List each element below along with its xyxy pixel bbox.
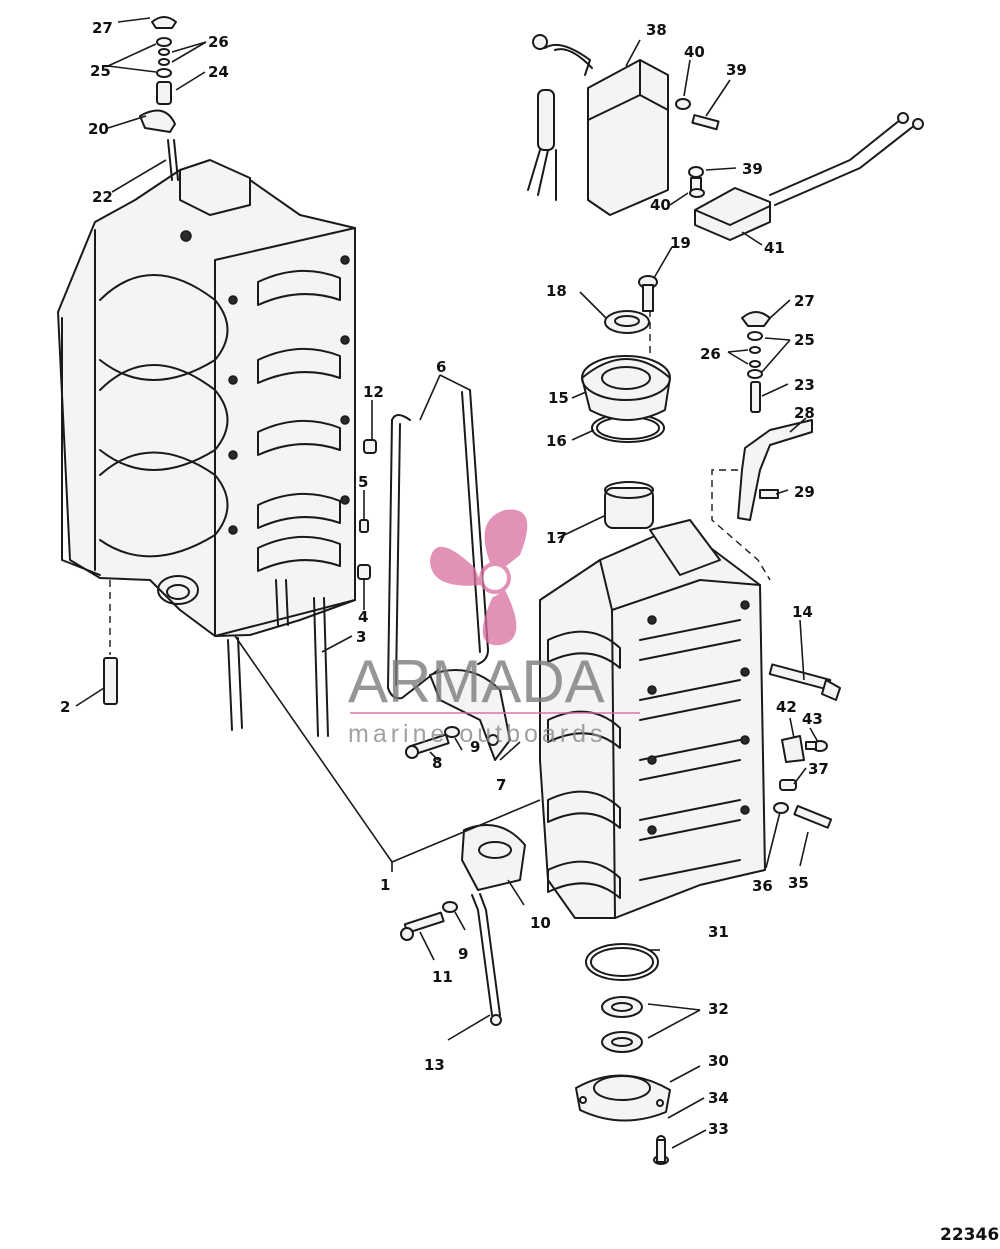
- callout-24: 24: [208, 63, 229, 81]
- callout-9-upper: 9: [470, 738, 480, 756]
- callout-39-top: 39: [726, 61, 747, 79]
- cylinder-block-left: [57, 159, 356, 637]
- callout-5: 5: [358, 473, 368, 491]
- callout-16: 16: [546, 432, 567, 450]
- clamp-hardware-top: [139, 16, 179, 181]
- ground-strap-13: [471, 893, 502, 1026]
- washers-25-26: [747, 331, 763, 379]
- rectifier-41: [694, 112, 924, 241]
- callout-20: 20: [88, 120, 109, 138]
- callout-32: 32: [708, 1000, 729, 1018]
- callout-2: 2: [60, 698, 70, 716]
- callout-41: 41: [764, 239, 785, 257]
- bolts-39-washers-40: [675, 98, 720, 198]
- callout-40-top: 40: [684, 43, 705, 61]
- callout-42: 42: [776, 698, 797, 716]
- callout-11: 11: [432, 968, 453, 986]
- callout-27: 27: [92, 19, 113, 37]
- callout-43: 43: [802, 710, 823, 728]
- callout-19: 19: [670, 234, 691, 252]
- connecting-rod-cap-10: [461, 824, 526, 891]
- callout-30: 30: [708, 1052, 729, 1070]
- bolt-14: [768, 663, 841, 701]
- callout-34: 34: [708, 1089, 729, 1107]
- bracket-28: [711, 419, 813, 581]
- callout-17: 17: [546, 529, 567, 547]
- callout-26: 26: [208, 33, 229, 51]
- callout-23: 23: [794, 376, 815, 394]
- callout-10: 10: [530, 914, 551, 932]
- callout-29: 29: [794, 483, 815, 501]
- callout-14: 14: [792, 603, 813, 621]
- watermark-brand: ARMADA: [348, 648, 605, 715]
- callout-37: 37: [808, 760, 829, 778]
- clip-42: [781, 735, 805, 763]
- bolt-29: [759, 489, 779, 499]
- callout-35: 35: [788, 874, 809, 892]
- callout-33: 33: [708, 1120, 729, 1138]
- bolt-11: [400, 911, 445, 941]
- callout-1: 1: [380, 876, 390, 894]
- bolt-8: [405, 733, 450, 759]
- crankcase-cover-right: [539, 519, 766, 919]
- upper-end-cap-assembly: [581, 310, 671, 529]
- callout-36: 36: [752, 877, 773, 895]
- callout-12: 12: [363, 383, 384, 401]
- propeller-logo: [430, 509, 528, 646]
- callout-22: 22: [92, 188, 113, 206]
- callout-25: 25: [90, 62, 111, 80]
- stud-2: [103, 580, 118, 705]
- stud-23: [750, 381, 761, 413]
- callout-26-right: 26: [700, 345, 721, 363]
- callout-15: 15: [548, 389, 569, 407]
- callout-7: 7: [496, 776, 506, 794]
- switch-box-38: [527, 34, 669, 216]
- callout-3: 3: [356, 628, 366, 646]
- bolt-19: [638, 275, 658, 312]
- lower-end-cap-assembly: [575, 943, 671, 1165]
- callout-labels: 27 26 25 24 20 22 2 3 4 5 12 6 1 7 8 9 1…: [60, 19, 999, 1245]
- callout-28: 28: [794, 404, 815, 422]
- screw-35: [793, 804, 833, 829]
- callout-40: 40: [650, 196, 671, 214]
- screw-43: [805, 740, 828, 752]
- callout-27-right: 27: [794, 292, 815, 310]
- armada-watermark: ARMADA marine outboards: [348, 509, 640, 748]
- dowel-pins: [357, 439, 377, 580]
- bushing-37: [779, 779, 797, 791]
- callout-6: 6: [436, 358, 446, 376]
- callout-leaders: [75, 17, 819, 1149]
- wing-nut-27-right: [741, 311, 771, 327]
- washer-36: [773, 802, 789, 814]
- callout-9-lower: 9: [458, 945, 468, 963]
- callout-4: 4: [358, 608, 368, 626]
- callout-31: 31: [708, 923, 729, 941]
- connecting-rod-cap-7: [429, 669, 511, 761]
- callout-13: 13: [424, 1056, 445, 1074]
- callout-39: 39: [742, 160, 763, 178]
- callout-38: 38: [646, 21, 667, 39]
- callout-25-right: 25: [794, 331, 815, 349]
- callout-18: 18: [546, 282, 567, 300]
- watermark-tagline: marine outboards: [348, 720, 607, 748]
- breather-hose-6: [387, 389, 489, 700]
- washer-9-lower: [442, 901, 458, 913]
- figure-number: 22346: [940, 1225, 999, 1245]
- callout-8: 8: [432, 754, 442, 772]
- washer-9-upper: [444, 726, 460, 738]
- block-studs-left: [227, 579, 329, 737]
